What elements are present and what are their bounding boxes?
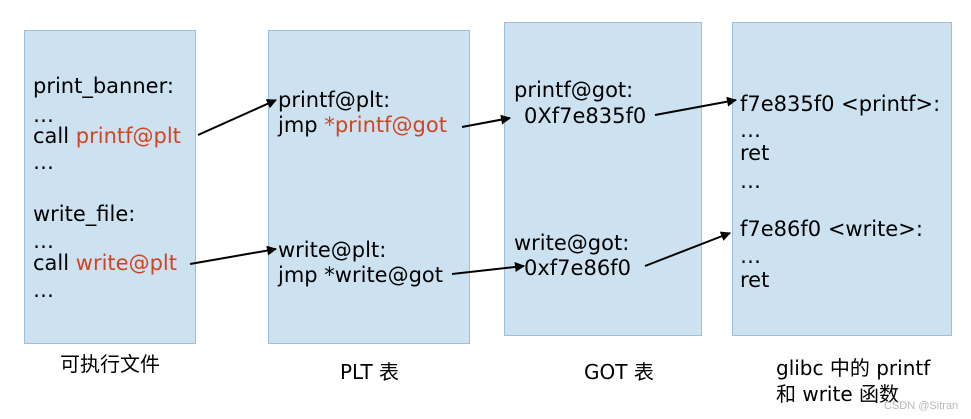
executable-box [24, 30, 196, 344]
print-banner-label: print_banner: [33, 74, 174, 98]
jmp-keyword: jmp [278, 113, 318, 137]
printf-plt-label: printf@plt: [278, 88, 391, 112]
arrow-got-printf-to-glibc [654, 96, 737, 116]
call-printf-line: call printf@plt [33, 124, 181, 148]
arrow-call-write-to-plt [189, 245, 277, 265]
printf-ret: ret [740, 141, 770, 165]
dots: … [33, 103, 54, 127]
arrow-call-printf-to-plt [197, 99, 277, 136]
arrow-got-write-to-glibc [644, 231, 731, 267]
printf-plt-ref: printf@plt [75, 124, 181, 148]
glibc-caption-line1: glibc 中的 printf [776, 356, 931, 380]
printf-function-entry: f7e835f0 <printf>: [740, 92, 941, 116]
write-got-address: 0xf7e86f0 [524, 256, 631, 280]
dots: … [740, 244, 761, 268]
dots: … [33, 229, 54, 253]
call-keyword: call [33, 124, 70, 148]
got-caption: GOT 表 [584, 360, 654, 384]
call-keyword: call [33, 251, 70, 275]
got-box [504, 22, 702, 336]
dots: … [740, 169, 761, 193]
write-ret: ret [740, 268, 770, 292]
write-jmp-line: jmp *write@got [278, 263, 444, 287]
write-function-entry: f7e86f0 <write>: [740, 217, 923, 241]
plt-caption: PLT 表 [340, 360, 400, 384]
arrow-plt-write-to-got [451, 262, 525, 275]
printf-got-target: *printf@got [324, 113, 447, 137]
printf-jmp-line: jmp *printf@got [278, 113, 447, 137]
write-file-label: write_file: [33, 202, 136, 226]
dots: … [33, 150, 54, 174]
dots: … [740, 118, 761, 142]
watermark: CSDN @Sitran [884, 400, 959, 412]
dots: … [33, 278, 54, 302]
write-plt-ref: write@plt [75, 251, 177, 275]
executable-caption: 可执行文件 [60, 352, 160, 376]
printf-got-label: printf@got: [514, 78, 634, 102]
write-got-label: write@got: [514, 231, 630, 255]
plt-box [268, 30, 470, 344]
glibc-caption-line2: 和 write 函数 [776, 382, 899, 406]
call-write-line: call write@plt [33, 251, 177, 275]
arrow-plt-printf-to-got [461, 114, 511, 128]
write-plt-label: write@plt: [278, 238, 387, 262]
printf-got-address: 0Xf7e835f0 [524, 104, 647, 128]
glibc-box [732, 22, 952, 336]
